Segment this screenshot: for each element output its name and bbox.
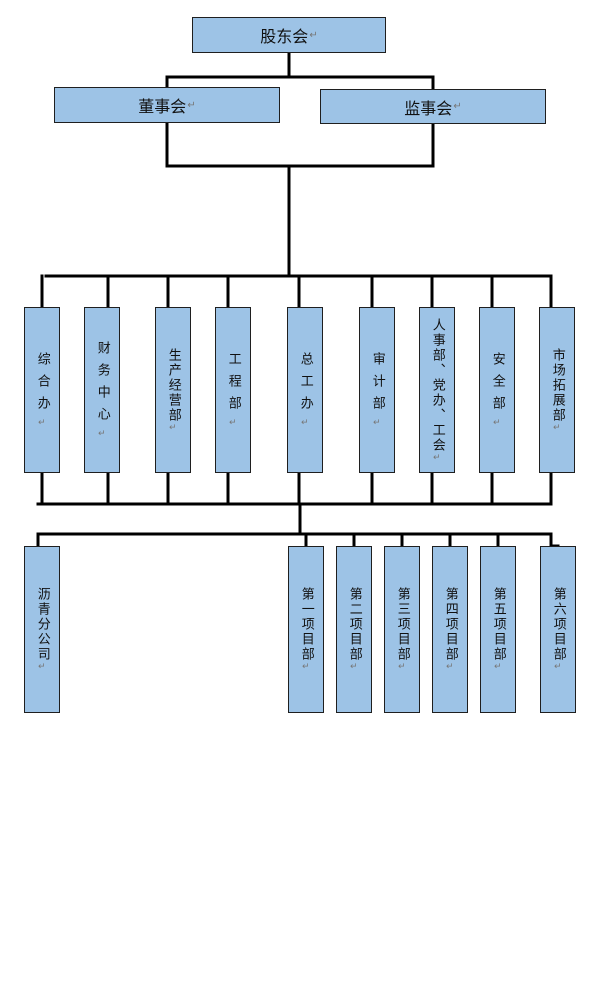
department-label-text: 审计部 <box>369 352 385 418</box>
node-shareholders-meeting: 股东会↵ <box>192 17 386 53</box>
node-label: 股东会 <box>260 27 309 46</box>
paragraph-mark-icon: ↵ <box>167 422 178 433</box>
department-node: 人事部、党办、工会↵ <box>419 307 455 473</box>
department-node: 审计部↵ <box>359 307 395 473</box>
paragraph-mark-icon: ↵ <box>36 662 47 672</box>
project-node-label-text: 第六项目部 <box>550 587 566 662</box>
paragraph-mark-icon: ↵ <box>552 662 563 672</box>
paragraph-mark-icon: ↵ <box>187 99 196 111</box>
department-label-text: 人事部、党办、工会 <box>429 317 445 453</box>
department-node: 市场拓展部↵ <box>539 307 575 473</box>
department-label: 财务中心↵ <box>93 341 111 439</box>
department-label-text: 财务中心 <box>94 341 110 429</box>
department-label-text: 总工办 <box>297 352 313 418</box>
paragraph-mark-icon: ↵ <box>309 29 318 41</box>
paragraph-mark-icon: ↵ <box>299 418 310 428</box>
project-node-label: 第二项目部↵ <box>345 587 363 672</box>
node-label: 监事会 <box>404 98 453 118</box>
paragraph-mark-icon: ↵ <box>348 662 359 672</box>
branch-node-label-text: 沥青分公司 <box>34 587 50 662</box>
department-label-text: 生产经营部 <box>165 347 181 423</box>
project-node-label: 第三项目部↵ <box>393 587 411 672</box>
project-node-label: 第五项目部↵ <box>489 587 507 672</box>
branch-node: 沥青分公司↵ <box>24 546 60 713</box>
project-node: 第三项目部↵ <box>384 546 420 713</box>
paragraph-mark-icon: ↵ <box>396 662 407 672</box>
branch-node-label: 沥青分公司↵ <box>33 587 51 672</box>
paragraph-mark-icon: ↵ <box>444 662 455 672</box>
department-node: 工程部↵ <box>215 307 251 473</box>
paragraph-mark-icon: ↵ <box>227 418 238 428</box>
department-label: 安全部↵ <box>488 352 506 428</box>
department-label: 总工办↵ <box>296 352 314 428</box>
paragraph-mark-icon: ↵ <box>96 429 107 439</box>
department-node: 综合办↵ <box>24 307 60 473</box>
project-node: 第六项目部↵ <box>540 546 576 713</box>
paragraph-mark-icon: ↵ <box>371 418 382 428</box>
project-node: 第五项目部↵ <box>480 546 516 713</box>
department-label-text: 安全部 <box>489 352 505 418</box>
paragraph-mark-icon: ↵ <box>36 418 47 428</box>
paragraph-mark-icon: ↵ <box>491 418 502 428</box>
paragraph-mark-icon: ↵ <box>300 662 311 672</box>
project-node-label-text: 第三项目部 <box>394 587 410 662</box>
department-node: 安全部↵ <box>479 307 515 473</box>
project-node-label-text: 第五项目部 <box>490 587 506 662</box>
department-label: 市场拓展部↵ <box>548 348 566 433</box>
department-label: 审计部↵ <box>368 352 386 428</box>
paragraph-mark-icon: ↵ <box>492 662 503 672</box>
node-board-of-directors: 董事会↵ <box>54 87 280 123</box>
department-label: 人事部、党办、工会↵ <box>428 318 446 463</box>
project-node-label: 第六项目部↵ <box>549 587 567 672</box>
department-label-text: 市场拓展部 <box>549 347 565 423</box>
department-label: 工程部↵ <box>224 352 242 428</box>
paragraph-mark-icon: ↵ <box>551 422 562 433</box>
paragraph-mark-icon: ↵ <box>453 101 462 112</box>
project-node-label-text: 第一项目部 <box>298 587 314 662</box>
project-node-label: 第四项目部↵ <box>441 587 459 672</box>
department-node: 总工办↵ <box>287 307 323 473</box>
paragraph-mark-icon: ↵ <box>431 452 442 463</box>
project-node-label-text: 第四项目部 <box>442 587 458 662</box>
project-node: 第二项目部↵ <box>336 546 372 713</box>
node-label: 董事会 <box>138 97 187 116</box>
project-node: 第四项目部↵ <box>432 546 468 713</box>
department-label-text: 综合办 <box>34 352 50 418</box>
project-node: 第一项目部↵ <box>288 546 324 713</box>
department-label: 生产经营部↵ <box>164 348 182 433</box>
node-board-of-supervisors: 监事会↵ <box>320 89 546 124</box>
department-label: 综合办↵ <box>33 352 51 428</box>
department-label-text: 工程部 <box>225 352 241 418</box>
department-node: 生产经营部↵ <box>155 307 191 473</box>
department-node: 财务中心↵ <box>84 307 120 473</box>
project-node-label: 第一项目部↵ <box>297 587 315 672</box>
project-node-label-text: 第二项目部 <box>346 587 362 662</box>
